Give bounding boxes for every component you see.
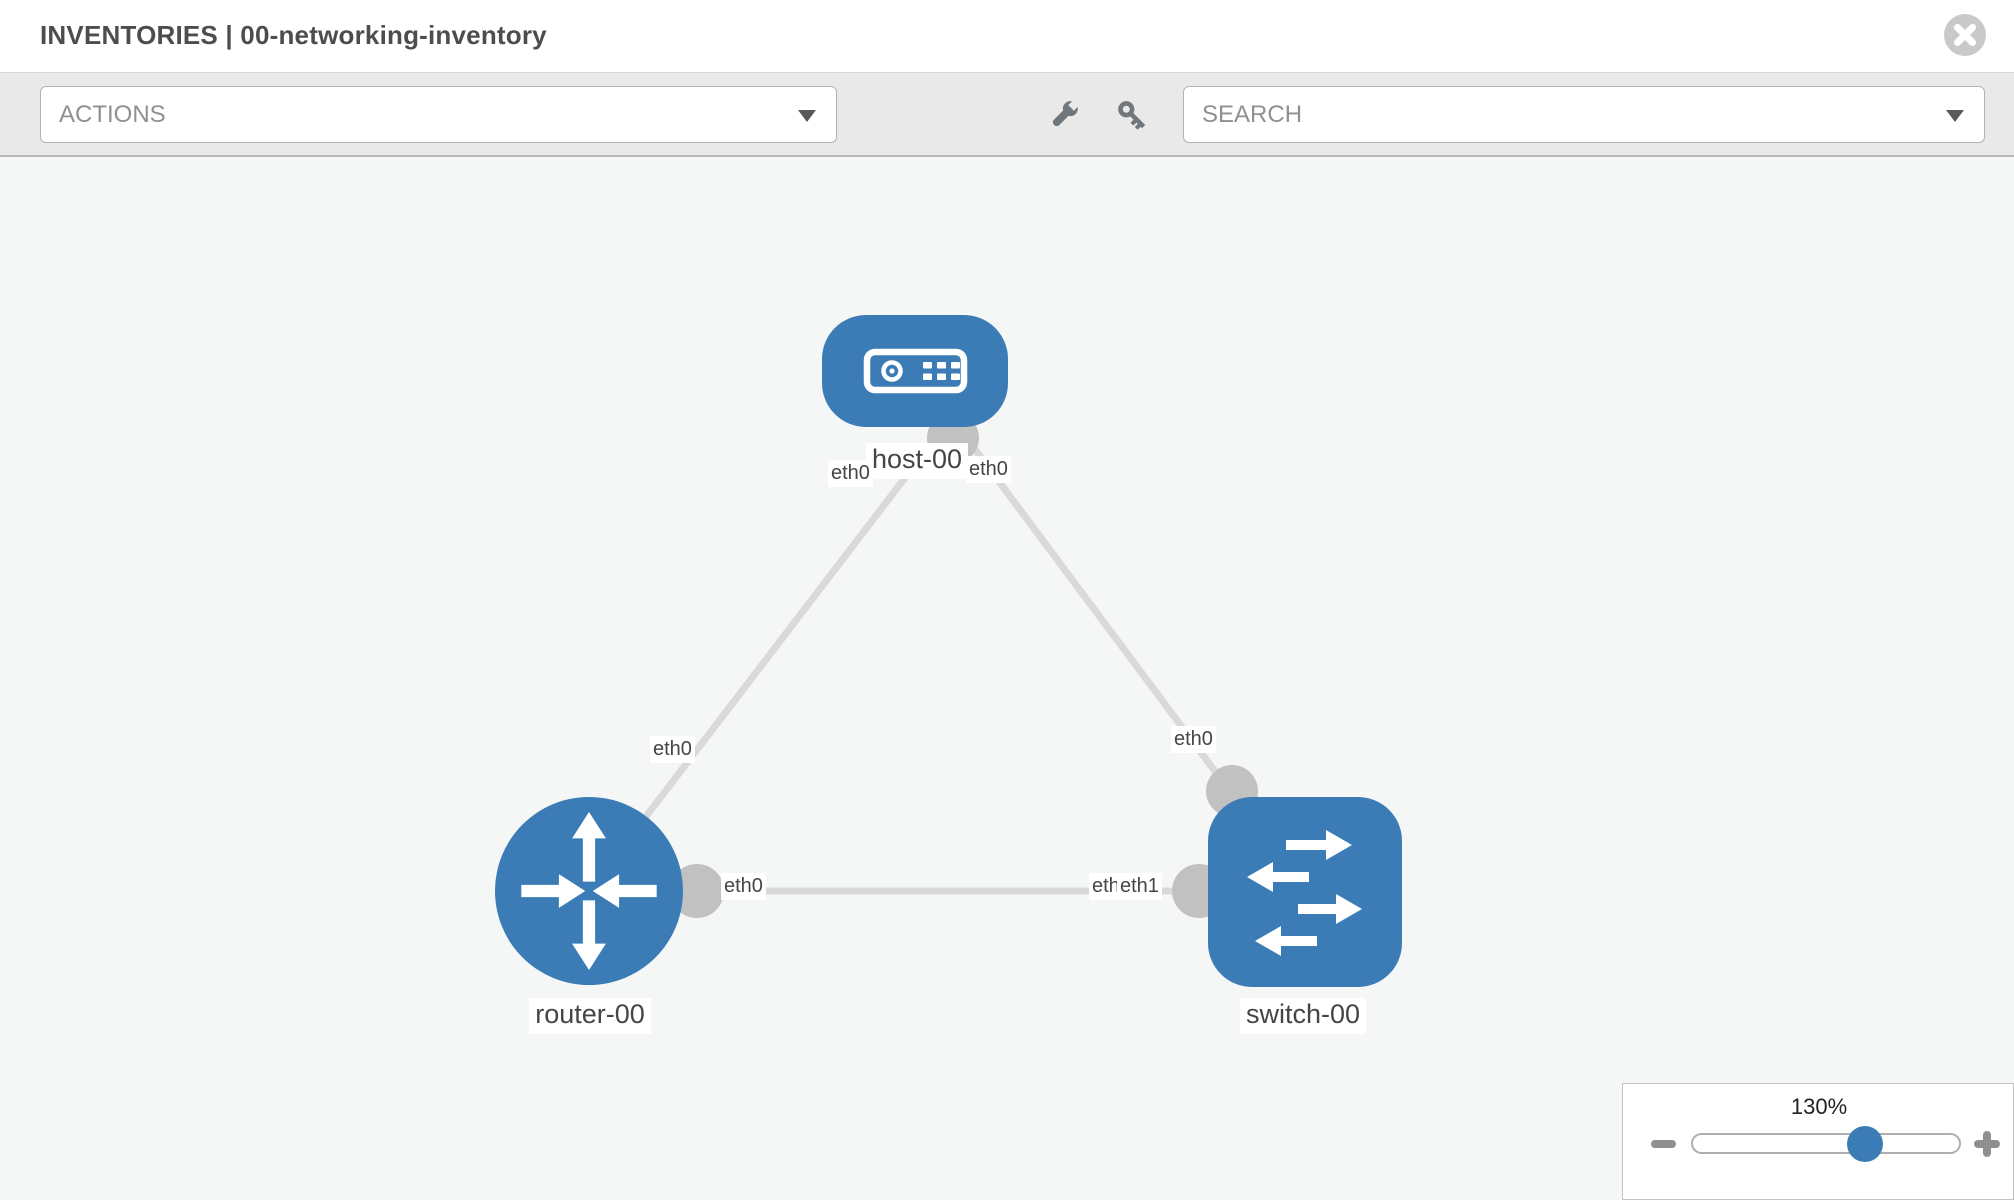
interface-label-switch-eth0: eth0 — [1171, 726, 1216, 753]
actions-dropdown[interactable]: ACTIONS — [40, 86, 837, 143]
topology-canvas[interactable]: host-00 router-00 switch-00 eth0 eth0 et… — [0, 157, 2014, 1200]
interface-label-host-eth0-right: eth0 — [966, 456, 1011, 483]
zoom-slider-thumb[interactable] — [1847, 1126, 1883, 1162]
interface-dot-router-eth0[interactable] — [670, 864, 724, 918]
chevron-down-icon — [798, 110, 816, 122]
interface-label-switch-eth1: eth1 — [1117, 873, 1162, 900]
interface-label-router-eth0: eth0 — [721, 873, 766, 900]
router-arrows-icon — [521, 812, 657, 970]
close-button[interactable] — [1944, 14, 1986, 56]
topology-graph — [586, 412, 1308, 918]
page-title: INVENTORIES | 00-networking-inventory — [40, 20, 547, 50]
search-dropdown-label: SEARCH — [1202, 100, 1303, 128]
server-icon — [863, 348, 968, 394]
zoom-control-panel: 130% — [1622, 1083, 2014, 1200]
toolbar: ACTIONS SEARC — [0, 72, 2014, 157]
node-host-00[interactable] — [822, 315, 1008, 427]
key-button[interactable] — [1114, 97, 1152, 140]
zoom-level-value: 130% — [1790, 1094, 1848, 1119]
search-dropdown[interactable]: SEARCH — [1183, 86, 1985, 143]
zoom-slider-track[interactable] — [1691, 1133, 1961, 1154]
interface-label-host-eth0-left: eth0 — [828, 460, 873, 487]
node-label-switch-00: switch-00 — [1239, 998, 1367, 1034]
actions-dropdown-label: ACTIONS — [59, 100, 166, 128]
wrench-icon — [1052, 99, 1080, 127]
node-label-router-00: router-00 — [529, 998, 651, 1034]
wrench-button[interactable] — [1046, 97, 1082, 138]
plus-icon[interactable] — [1983, 1131, 1991, 1157]
interface-label-router-eth0-uplink: eth0 — [650, 736, 695, 763]
node-switch-00[interactable] — [1208, 797, 1402, 987]
key-icon — [1118, 101, 1146, 130]
minus-icon[interactable] — [1651, 1140, 1676, 1148]
circle-x-icon — [1944, 14, 1986, 56]
node-router-00[interactable] — [495, 797, 683, 985]
switch-arrows-icon — [1247, 830, 1362, 956]
panel-header: INVENTORIES | 00-networking-inventory — [0, 0, 2014, 72]
chevron-down-icon — [1946, 110, 1964, 122]
link-host-router[interactable] — [586, 429, 943, 894]
node-label-host-00: host-00 — [865, 443, 969, 479]
